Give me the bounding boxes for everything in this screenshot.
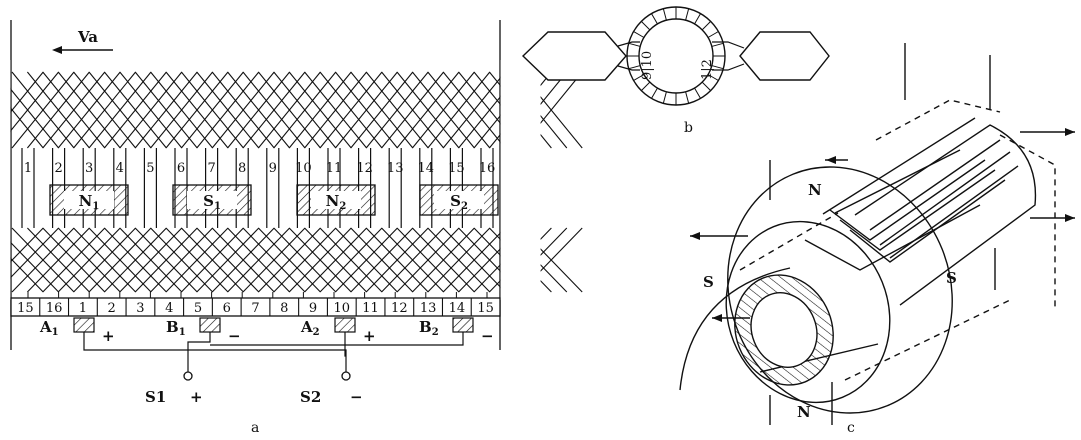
armature-perspective-c [679,43,1075,425]
commutator-segment: 8 [280,301,288,316]
commutator-segment: 9 [309,301,317,316]
brush-sign: − [481,327,494,345]
pole-n-top: N [808,181,822,199]
slot-number: 8 [238,161,246,176]
brush-a1 [73,317,95,333]
terminal-s1-sign: + [190,388,203,406]
commutator-segment: 15 [477,301,494,316]
shaft-hole [750,292,818,368]
slot-number: 3 [85,161,93,176]
brush-sign: + [102,327,115,345]
terminal-s1 [183,371,193,381]
slot-number: 11 [326,161,343,176]
terminal-s2-label: S2 [300,388,321,406]
brush-label: B1 [166,318,186,338]
pole-ring [725,220,891,404]
slot-number: 12 [356,161,373,176]
brush-label: A2 [300,318,320,338]
coil-label-right: 1|2 [700,59,715,80]
pole-s-left: S [703,273,714,291]
pole-s-right: S [946,269,957,287]
slot-number: 9 [269,161,277,176]
commutator-segment: 16 [46,301,63,316]
right-coil [739,31,830,81]
coil-label-left: 9|10 [640,51,655,80]
slot-number: 10 [295,161,312,176]
commutator-segment: 2 [108,301,116,316]
brush-sign: − [228,327,241,345]
slot-number: 4 [116,161,124,176]
brush-b1 [199,317,221,333]
commutator-segment: 13 [420,301,437,316]
commutator-view-b: 9|10 1|2 b [521,6,830,136]
commutator-segment: 15 [17,301,34,316]
commutator-segment: 6 [223,301,231,316]
slot-number: 5 [146,161,154,176]
commutator-segment: 1 [79,301,87,316]
slot-number: 7 [207,161,215,176]
commutator-segment: 7 [251,301,259,316]
brush-sign: + [363,327,376,345]
commutator-segment: 11 [362,301,379,316]
yoke-left-arc [679,267,791,391]
commutator-segment: 3 [136,301,144,316]
terminal-s1-label: S1 [145,388,166,406]
brush-b2 [452,317,474,333]
pole-n-bottom: N [797,403,811,421]
velocity-arrowhead [52,46,62,54]
terminal-s2 [341,371,351,381]
slot-number: 1 [24,161,32,176]
velocity-label: Va [77,28,98,46]
brush-label: B2 [419,318,439,338]
commutator-segment: 5 [194,301,202,316]
armature-body [854,124,1037,306]
terminal-s2-sign: − [350,388,363,406]
slot-number: 15 [448,161,465,176]
brushes: A1 + B1 − A2 + B2 − [39,317,494,357]
slot-number: 16 [479,161,496,176]
slot-number: 13 [387,161,404,176]
brush-a2 [334,317,356,333]
commutator-segment: 14 [449,301,466,316]
left-coil [521,31,627,81]
slot-number: 14 [418,161,435,176]
caption-b: b [684,120,693,136]
end-connections [0,60,583,300]
pole-s2 [419,184,499,216]
commutator-segment: 4 [165,301,173,316]
commutator-segments [627,7,725,105]
commutator-segment: 12 [391,301,408,316]
commutator-segment: 10 [334,301,351,316]
caption-a: a [251,420,259,436]
brush-label: A1 [39,318,59,338]
caption-c: c [847,420,855,436]
slot-number: 6 [177,161,185,176]
slot-number: 2 [54,161,62,176]
